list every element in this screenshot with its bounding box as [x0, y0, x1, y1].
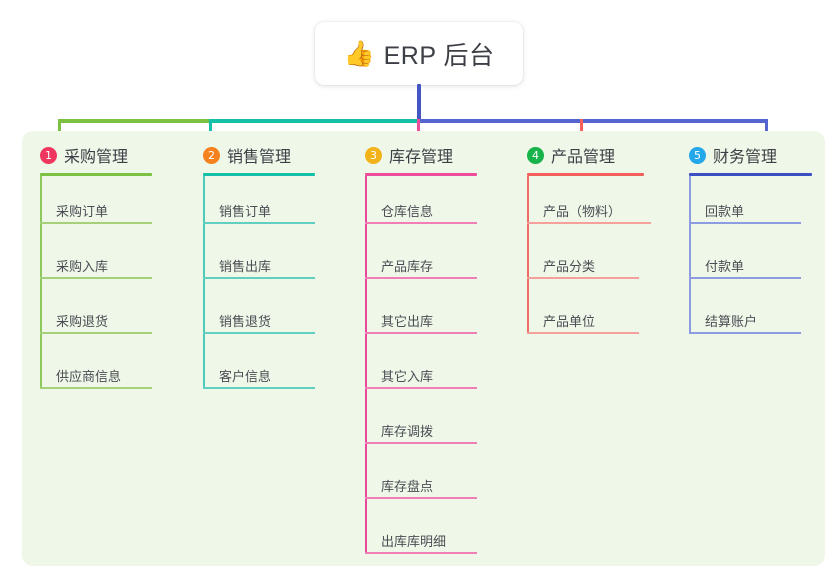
menu-item-underline: [365, 497, 477, 499]
category-title: 销售管理: [227, 149, 292, 166]
menu-item-underline: [40, 387, 152, 389]
category-header-2[interactable]: 2 销售管理: [203, 143, 291, 167]
menu-item-label: 库存调拨: [381, 424, 434, 439]
thumbs-up-icon: 👍: [343, 39, 375, 68]
menu-item-label: 结算账户: [705, 314, 758, 329]
menu-item-label: 供应商信息: [56, 369, 122, 384]
menu-item[interactable]: 付款单: [689, 256, 801, 279]
category-underline: [365, 173, 477, 176]
menu-item[interactable]: 产品单位: [527, 311, 639, 334]
category-badge-number: 2: [203, 146, 220, 164]
menu-item[interactable]: 库存调拨: [365, 421, 477, 444]
menu-item-label: 销售退货: [219, 314, 272, 329]
category-underline: [40, 173, 152, 176]
menu-item[interactable]: 其它出库: [365, 311, 477, 334]
menu-item-label: 采购订单: [56, 204, 109, 219]
menu-item[interactable]: 库存盘点: [365, 476, 477, 499]
bus-segment-teal: [209, 119, 421, 123]
menu-item-underline: [365, 222, 477, 224]
menu-item-underline: [689, 332, 801, 334]
menu-item[interactable]: 出库库明细: [365, 531, 477, 554]
menu-item[interactable]: 结算账户: [689, 311, 801, 334]
menu-item-label: 回款单: [705, 204, 745, 219]
bus-segment-indigo: [417, 119, 768, 123]
menu-item-label: 付款单: [705, 259, 745, 274]
menu-item-underline: [689, 222, 801, 224]
menu-item-underline: [40, 222, 152, 224]
category-underline: [527, 173, 644, 176]
menu-item[interactable]: 销售出库: [203, 256, 315, 279]
menu-item-underline: [365, 332, 477, 334]
bus-segment-green: [58, 119, 213, 123]
category-badge-number: 3: [365, 146, 382, 164]
category-rail: [40, 176, 42, 387]
root-stem-line: [417, 84, 421, 122]
menu-item-underline: [365, 387, 477, 389]
category-rail: [527, 176, 529, 332]
menu-item-underline: [40, 277, 152, 279]
menu-item[interactable]: 其它入库: [365, 366, 477, 389]
menu-item[interactable]: 销售退货: [203, 311, 315, 334]
category-title: 采购管理: [64, 149, 129, 166]
category-underline: [689, 173, 812, 176]
category-rail: [689, 176, 691, 332]
menu-item-label: 产品单位: [543, 314, 596, 329]
menu-item-label: 销售订单: [219, 204, 272, 219]
menu-item-label: 产品分类: [543, 259, 596, 274]
menu-item-label: 销售出库: [219, 259, 272, 274]
category-header-4[interactable]: 4 产品管理: [527, 143, 615, 167]
category-title: 财务管理: [713, 149, 778, 166]
category-rail: [365, 176, 367, 552]
menu-item-underline: [40, 332, 152, 334]
menu-item-label: 其它出库: [381, 314, 434, 329]
menu-item-label: 出库库明细: [381, 534, 447, 549]
menu-item[interactable]: 产品（物料）: [527, 201, 651, 224]
category-badge-number: 5: [689, 146, 706, 164]
root-node-label: ERP 后台: [383, 41, 495, 70]
menu-item-label: 库存盘点: [381, 479, 434, 494]
category-title: 库存管理: [389, 149, 454, 166]
category-badge-number: 1: [40, 146, 57, 164]
menu-item[interactable]: 产品库存: [365, 256, 477, 279]
menu-item-underline: [527, 277, 639, 279]
menu-item-label: 客户信息: [219, 369, 272, 384]
menu-item-underline: [365, 442, 477, 444]
menu-item-label: 其它入库: [381, 369, 434, 384]
category-underline: [203, 173, 315, 176]
menu-item-underline: [203, 387, 315, 389]
menu-item-label: 采购退货: [56, 314, 109, 329]
categories-panel: 1 采购管理采购订单采购入库采购退货供应商信息 2 销售管理销售订单销售出库销售退货客…: [22, 131, 825, 566]
category-header-5[interactable]: 5 财务管理: [689, 143, 777, 167]
menu-item-underline: [527, 222, 651, 224]
root-node-erp-backend[interactable]: 👍 ERP 后台: [315, 22, 523, 85]
menu-item[interactable]: 采购退货: [40, 311, 152, 334]
menu-item-underline: [203, 277, 315, 279]
menu-item[interactable]: 产品分类: [527, 256, 639, 279]
category-rail: [203, 176, 205, 387]
menu-item[interactable]: 客户信息: [203, 366, 315, 389]
menu-item-underline: [527, 332, 639, 334]
menu-item-underline: [689, 277, 801, 279]
menu-item-label: 采购入库: [56, 259, 109, 274]
menu-item-underline: [203, 222, 315, 224]
menu-item[interactable]: 销售订单: [203, 201, 315, 224]
category-badge-number: 4: [527, 146, 544, 164]
menu-item-underline: [365, 277, 477, 279]
menu-item-label: 产品（物料）: [543, 204, 622, 219]
menu-item[interactable]: 采购订单: [40, 201, 152, 224]
menu-item[interactable]: 回款单: [689, 201, 801, 224]
menu-item[interactable]: 采购入库: [40, 256, 152, 279]
category-title: 产品管理: [551, 149, 616, 166]
menu-item-label: 仓库信息: [381, 204, 434, 219]
category-header-1[interactable]: 1 采购管理: [40, 143, 128, 167]
menu-item[interactable]: 仓库信息: [365, 201, 477, 224]
menu-item[interactable]: 供应商信息: [40, 366, 152, 389]
menu-item-underline: [365, 552, 477, 554]
menu-item-underline: [203, 332, 315, 334]
menu-item-label: 产品库存: [381, 259, 434, 274]
category-header-3[interactable]: 3 库存管理: [365, 143, 453, 167]
